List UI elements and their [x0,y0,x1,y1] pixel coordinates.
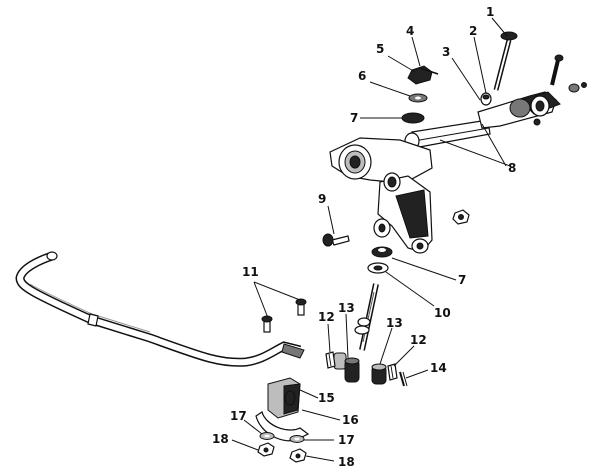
leader-lines [231,17,511,462]
callout-18-right: 18 [338,455,355,469]
callout-5: 5 [376,42,384,56]
callout-2: 2 [469,24,477,38]
callout-12-right: 12 [410,333,427,347]
part-10-washer [367,262,389,274]
part-15-rubber-block [267,377,301,419]
callout-13-left: 13 [338,301,355,315]
part-2-collar [480,92,492,106]
callout-11: 11 [242,265,259,279]
part-7-upper-pad [401,112,425,124]
callout-17-right: 17 [338,433,355,447]
callout-16: 16 [342,413,359,427]
callout-4: 4 [406,24,414,38]
callout-12-left: 12 [318,310,335,324]
part-5-bracket [407,65,439,85]
part-9-bolt [322,233,350,247]
part-right-bolt [550,54,587,93]
part-17-washer-left [259,432,275,440]
callout-14: 14 [430,361,447,375]
part-nut-right [452,209,470,225]
callout-9: 9 [318,192,326,206]
part-18-nut-left [257,442,275,457]
callout-10: 10 [434,306,451,320]
part-13-bush-right [371,363,387,385]
part-main-bracket [329,137,433,254]
part-13-bush-lower [344,357,360,383]
callout-7-upper: 7 [350,111,358,125]
part-anti-roll-bar [15,251,305,367]
callout-1: 1 [486,5,494,19]
callout-7-lower: 7 [458,273,466,287]
part-12-washer-right [387,363,398,381]
part-1-long-bolt [493,31,518,91]
part-13-bush-left [333,352,347,370]
part-6-washer [408,93,428,103]
callout-18-left: 18 [212,432,229,446]
callout-numbers: 1 2 3 4 5 6 7 8 9 7 10 11 12 13 13 12 14… [212,5,516,469]
part-17-washer-right [289,435,305,443]
part-14-split-pin [399,371,408,387]
callout-8: 8 [508,161,516,175]
callout-17-left: 17 [230,409,247,423]
part-7-lower-pad [371,246,393,258]
part-11-bolt-right [295,298,307,316]
callout-6: 6 [358,69,366,83]
callout-3: 3 [442,45,450,59]
part-drop-link [354,283,379,351]
callout-15: 15 [318,391,335,405]
part-18-nut-right [289,448,307,463]
callout-13-right: 13 [386,316,403,330]
part-12-washer-left [325,351,336,369]
part-11-bolt-left [261,315,273,333]
